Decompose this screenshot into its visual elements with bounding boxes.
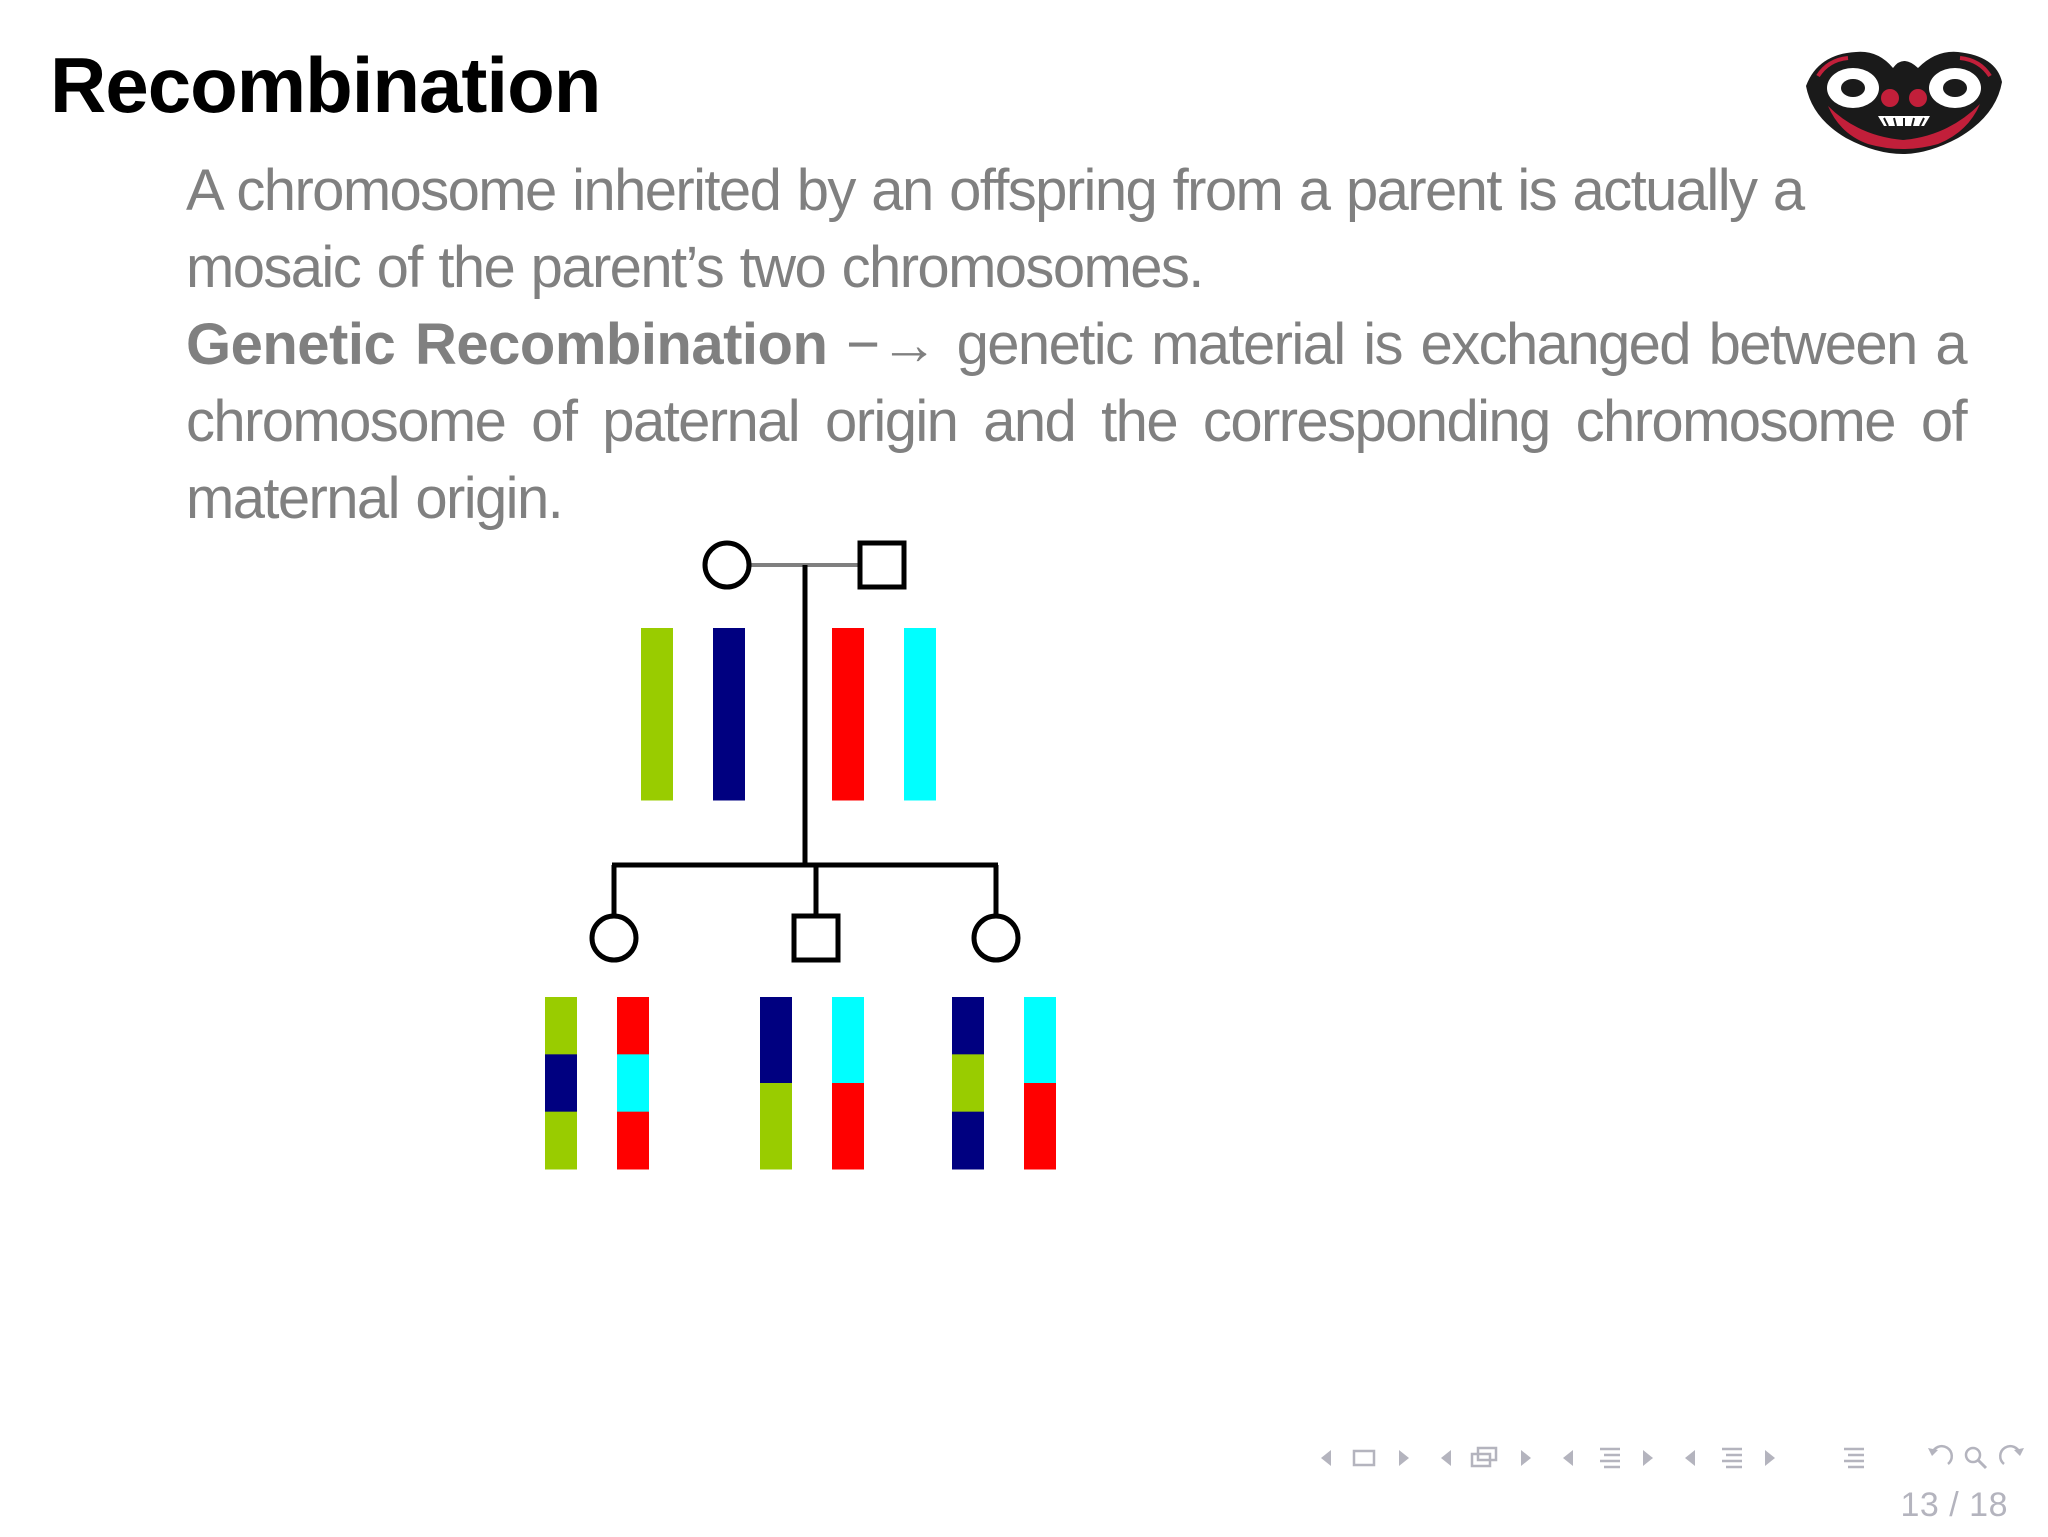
offspring-1-chromosome-2-segment-1 <box>617 997 649 1055</box>
section-icon[interactable] <box>1600 1447 1620 1469</box>
term-genetic-recombination: Genetic Recombination <box>186 312 828 377</box>
father-symbol <box>857 540 907 590</box>
offspring-3-chromosome-1-segment-1 <box>952 997 984 1055</box>
nav-prev-icon[interactable] <box>1441 1450 1451 1466</box>
mother-chromosome-1-segment-1 <box>641 628 673 801</box>
offspring-2-chromosome-1-segment-2 <box>760 1083 792 1170</box>
undo-icon[interactable] <box>1928 1444 1953 1465</box>
nav-next-icon[interactable] <box>1765 1450 1775 1466</box>
nav-next-icon[interactable] <box>1521 1450 1531 1466</box>
offspring-3-chromosome-2-segment-1 <box>1024 997 1056 1084</box>
nav-next-icon[interactable] <box>1643 1450 1653 1466</box>
offspring-1-chromosome-1-segment-3 <box>545 1111 577 1170</box>
definition-paragraph: Genetic Recombination −→ genetic materia… <box>186 306 1968 537</box>
redo-icon[interactable] <box>1999 1444 2024 1465</box>
slide-body: A chromosome inherited by an offspring f… <box>186 152 1968 537</box>
navigation-bar <box>1321 1444 2024 1470</box>
definition-text: genetic material is exchanged between a … <box>186 312 1968 531</box>
offspring-1-chromosome-1-segment-1 <box>545 997 577 1055</box>
presentation-icon[interactable] <box>1722 1447 1742 1469</box>
arrow-glyph: −→ <box>846 312 938 377</box>
offspring-1-chromosome-1-segment-2 <box>545 1054 577 1113</box>
father-chromosome-1-segment-1 <box>832 628 864 801</box>
offspring-2-chromosome-1-segment-1 <box>760 997 792 1084</box>
mother-chromosome-2-segment-1 <box>713 628 745 801</box>
offspring-2-symbol <box>791 913 841 963</box>
offspring-1-chromosome-2-segment-2 <box>617 1054 649 1113</box>
offspring-3-symbol <box>971 913 1021 963</box>
nav-next-icon[interactable] <box>1399 1450 1409 1466</box>
search-icon[interactable] <box>1964 1446 1988 1470</box>
offspring-3-chromosome-1-segment-3 <box>952 1111 984 1170</box>
offspring-3-chromosome-2-segment-2 <box>1024 1083 1056 1170</box>
offspring-1-symbol <box>589 913 639 963</box>
intro-paragraph: A chromosome inherited by an offspring f… <box>186 158 1805 300</box>
nav-prev-icon[interactable] <box>1321 1450 1331 1466</box>
nav-prev-icon[interactable] <box>1563 1450 1573 1466</box>
offspring-1-chromosome-2-segment-3 <box>617 1111 649 1170</box>
logo <box>1806 51 2002 154</box>
mother-symbol <box>702 540 752 590</box>
toc-icon[interactable] <box>1844 1447 1864 1469</box>
father-chromosome-2-segment-1 <box>904 628 936 801</box>
nav-prev-icon[interactable] <box>1685 1450 1695 1466</box>
subsection-icon[interactable] <box>1470 1446 1498 1468</box>
page-counter: 13 / 18 <box>1900 1486 2008 1524</box>
offspring-2-chromosome-2-segment-2 <box>832 1083 864 1170</box>
slide-title: Recombination <box>50 41 601 129</box>
offspring-2-chromosome-2-segment-1 <box>832 997 864 1084</box>
offspring-3-chromosome-1-segment-2 <box>952 1054 984 1113</box>
frame-icon[interactable] <box>1352 1449 1376 1467</box>
